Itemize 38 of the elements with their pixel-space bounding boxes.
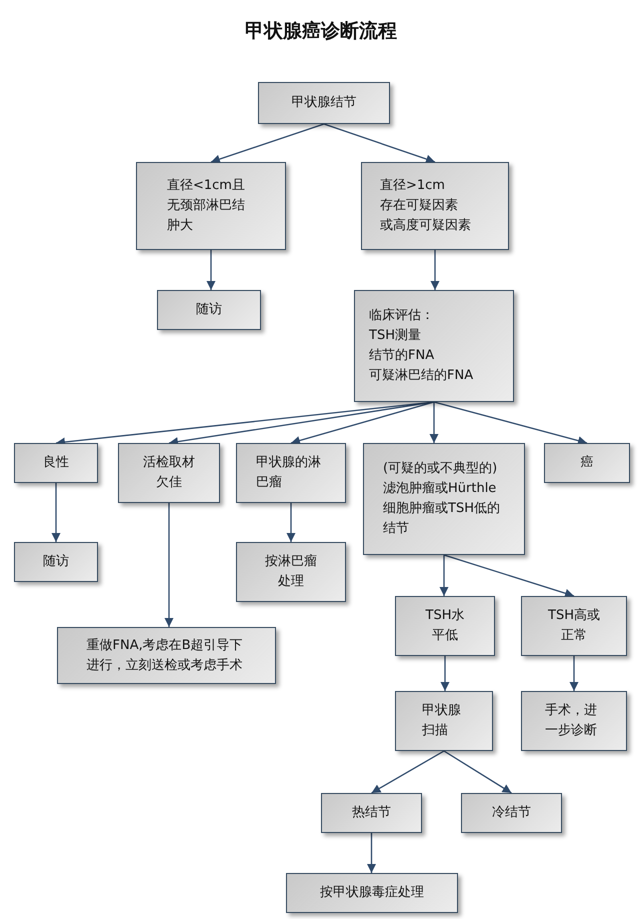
process-box: TSH高或正常 [521, 596, 627, 656]
process-box: 良性 [14, 443, 98, 483]
process-box: 重做FNA,考虑在B超引导下进行，立刻送检或考虑手术 [57, 627, 276, 684]
title: 甲状腺癌诊断流程 [245, 20, 397, 42]
process-box: 活检取材欠佳 [118, 443, 220, 503]
arrow [444, 554, 574, 598]
arrow [430, 402, 438, 443]
arrow [52, 483, 60, 542]
process-box: 随访 [157, 290, 261, 330]
arrow [367, 833, 376, 873]
arrow [210, 123, 324, 164]
arrow [444, 750, 512, 794]
arrow [570, 656, 578, 691]
process-box: 癌 [544, 443, 630, 483]
arrow [440, 656, 450, 691]
process-box: 按甲状腺毒症处理 [286, 873, 458, 913]
process-box: 随访 [14, 542, 98, 582]
process-box: 按淋巴瘤处理 [236, 542, 346, 602]
arrow [440, 555, 448, 596]
arrow [164, 503, 174, 627]
process-box: TSH水平低 [395, 596, 495, 656]
process-box: (可疑的或不典型的)滤泡肿瘤或Hürthle细胞肿瘤或TSH低的结节 [363, 443, 525, 555]
process-box: 临床评估： TSH测量 结节的FNA 可疑淋巴结的FNA [354, 290, 514, 402]
process-box: 直径<1cm且无颈部淋巴结肿大 [136, 162, 286, 250]
process-box: 直径>1cm 存在可疑因素 或高度可疑因素 [361, 162, 509, 250]
process-box: 甲状腺的淋巴瘤 [236, 443, 346, 503]
arrow [434, 401, 588, 446]
arrow [324, 123, 436, 164]
arrow [206, 250, 216, 290]
arrow [286, 503, 296, 542]
process-box: 热结节 [321, 793, 422, 833]
process-box: 冷结节 [461, 793, 562, 833]
arrow [290, 401, 434, 445]
process-box: 甲状腺扫描 [395, 691, 493, 751]
process-box: 甲状腺结节 [258, 82, 390, 124]
arrow [371, 750, 444, 794]
process-box: 手术，进一步诊断 [521, 691, 627, 751]
arrow [430, 250, 440, 290]
